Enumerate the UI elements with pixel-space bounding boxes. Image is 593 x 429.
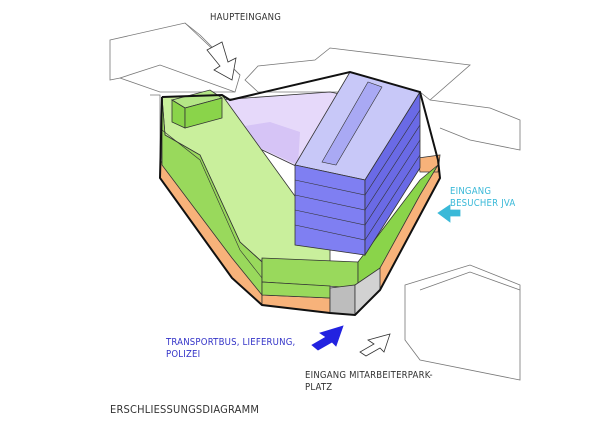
staff-entrance-label-line2: PLATZ [305, 382, 333, 393]
context-buildings [109, 22, 521, 381]
context-building-north-west [109, 22, 241, 93]
context-building-south-east [404, 264, 521, 381]
green-rooftop-block-front [184, 97, 223, 129]
staff-entrance-arrow [359, 333, 391, 357]
visitor-entrance-label-line1: EINGANG [450, 186, 492, 197]
purple-tower-front-face [294, 164, 366, 256]
purple-tower-roof-stripe [321, 81, 383, 166]
visitor-entrance-label-line2: BESUCHER JVA [450, 198, 516, 209]
transport-arrow [311, 325, 344, 351]
transport-label-line1: TRANSPORTBUS, LIEFERUNG, [166, 337, 296, 348]
main-entrance-label: HAUPTEINGANG [210, 12, 282, 23]
site-outline [158, 70, 442, 317]
context-building-east [429, 99, 521, 151]
grey-stair-core [329, 284, 356, 316]
context-building-west [150, 94, 161, 165]
diagram-title: ERSCHLIESSUNGSDIAGRAMM [110, 403, 260, 416]
context-building-north [244, 47, 471, 101]
visitor-entrance-arrow [437, 204, 461, 223]
transport-label-line2: POLIZEI [166, 349, 201, 360]
purple-tower-floor-lines [294, 109, 421, 241]
staff-entrance-label-line1: EINGANG MITARBEITERPARK- [305, 370, 433, 381]
purple-tower-side-face [364, 90, 421, 257]
main-entrance-arrow [206, 41, 237, 81]
